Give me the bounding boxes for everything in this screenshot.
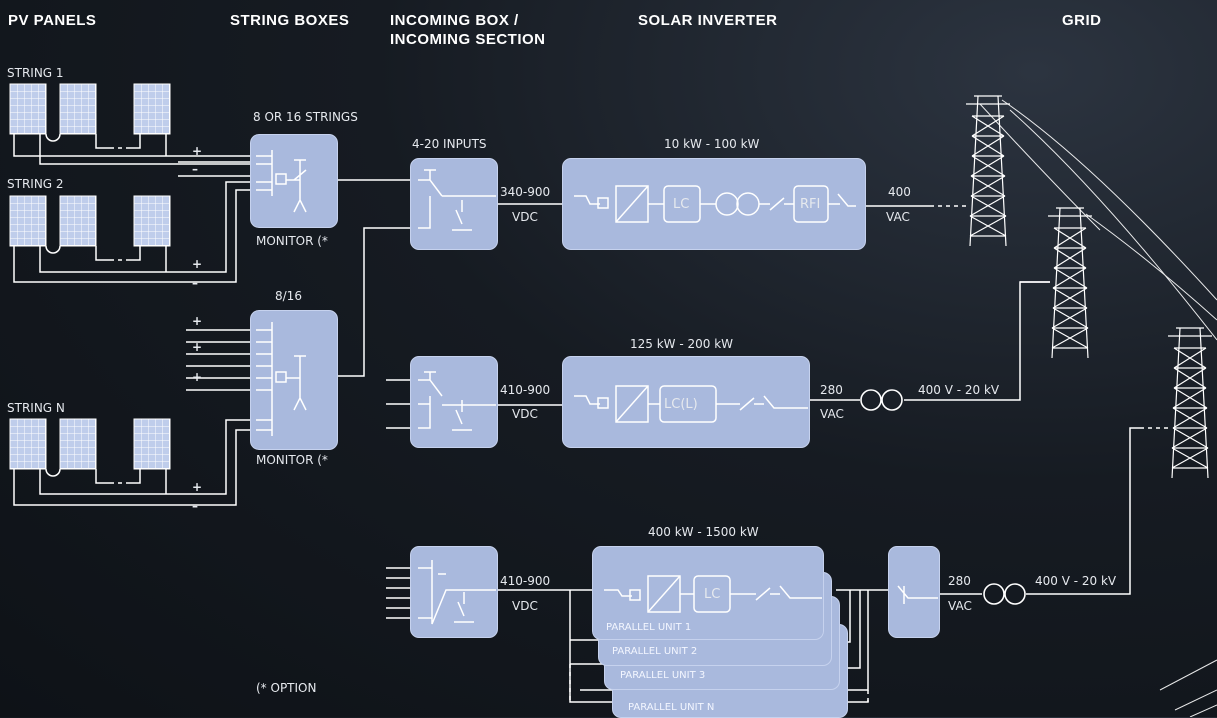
plus-sign: + xyxy=(192,314,203,328)
vdc-unit-3: VDC xyxy=(512,599,538,613)
plus-sign: + xyxy=(192,144,203,158)
lc-filter-1: LC xyxy=(673,197,690,212)
vac-unit-1: VAC xyxy=(886,210,910,224)
lc-filter-3: LC xyxy=(704,587,721,602)
plus-sign: + xyxy=(192,340,203,354)
header-string-boxes: STRING BOXES xyxy=(230,12,350,29)
transformer-icons xyxy=(860,389,1026,605)
output-switch-box xyxy=(888,546,940,638)
vac-unit-3: VAC xyxy=(948,599,972,613)
string-2-label: STRING 2 xyxy=(7,177,64,191)
output-voltage-3: 280 xyxy=(948,574,971,588)
input-voltage-1: 340-900 xyxy=(500,185,551,199)
string-box-bottom-label: 8/16 xyxy=(275,289,302,303)
string-n-label: STRING N xyxy=(7,401,65,415)
mv-voltage-2: 400 V - 20 kV xyxy=(918,383,1000,397)
vdc-unit-2: VDC xyxy=(512,407,538,421)
input-voltage-3: 410-900 xyxy=(500,574,551,588)
string-box-top-label: 8 OR 16 STRINGS xyxy=(253,110,358,124)
plus-sign: + xyxy=(192,480,203,494)
header-pv-panels: PV PANELS xyxy=(8,12,97,29)
parallel-unit-n-label: PARALLEL UNIT N xyxy=(628,702,715,713)
incoming-box-1 xyxy=(410,158,498,250)
minus-sign: – xyxy=(192,162,198,176)
inverter-range-3: 400 kW - 1500 kW xyxy=(648,525,759,539)
parallel-unit-2-label: PARALLEL UNIT 2 xyxy=(612,646,698,657)
header-solar-inverter: SOLAR INVERTER xyxy=(638,12,778,29)
vdc-unit-1: VDC xyxy=(512,210,538,224)
parallel-unit-3-label: PARALLEL UNIT 3 xyxy=(620,670,706,681)
parallel-unit-1-label: PARALLEL UNIT 1 xyxy=(606,622,692,633)
vac-unit-2: VAC xyxy=(820,407,844,421)
minus-sign: – xyxy=(192,499,198,513)
input-voltage-2: 410-900 xyxy=(500,383,551,397)
output-voltage-1: 400 xyxy=(888,185,911,199)
plus-sign: + xyxy=(192,257,203,271)
inverter-range-2: 125 kW - 200 kW xyxy=(630,337,734,351)
header-grid: GRID xyxy=(1062,12,1102,29)
output-voltage-2: 280 xyxy=(820,383,843,397)
lcl-filter: LC(L) xyxy=(664,397,698,412)
string-1-label: STRING 1 xyxy=(7,66,64,80)
incoming-inputs-label: 4-20 INPUTS xyxy=(412,137,487,151)
string-box-bottom xyxy=(250,310,338,450)
header-incoming-box: INCOMING BOX / INCOMING SECTION xyxy=(390,12,546,48)
monitor-bottom-label: MONITOR (* xyxy=(256,453,328,467)
minus-sign: – xyxy=(192,276,198,290)
rfi-filter: RFI xyxy=(800,197,821,212)
inverter-range-1: 10 kW - 100 kW xyxy=(664,137,760,151)
plus-sign: + xyxy=(192,370,203,384)
string-box-top xyxy=(250,134,338,228)
monitor-top-label: MONITOR (* xyxy=(256,234,328,248)
footnote: (* OPTION xyxy=(256,681,317,695)
mv-voltage-3: 400 V - 20 kV xyxy=(1035,574,1117,588)
